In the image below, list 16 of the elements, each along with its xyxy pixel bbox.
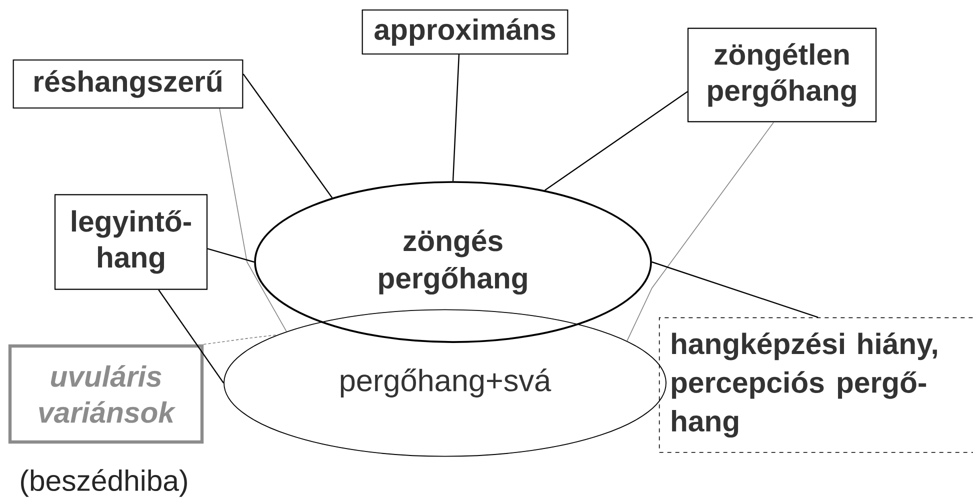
category-box: approximáns — [362, 9, 568, 55]
category-box: uvuláris variánsok — [8, 344, 204, 444]
category-box: hangképzési hiány, percepciós pergő-hang — [658, 317, 973, 453]
connector-line — [452, 54, 460, 182]
connector-line — [158, 290, 224, 384]
category-box: réshangszerű — [12, 59, 244, 109]
category-box: zöngétlen pergőhang — [687, 28, 877, 122]
connector-line — [203, 334, 278, 345]
connector-line — [242, 74, 333, 198]
connector-line — [626, 122, 774, 342]
category-box: legyintő-hang — [54, 194, 208, 290]
connector-line — [207, 248, 254, 263]
connector-line — [544, 91, 688, 191]
connector-line — [219, 108, 287, 332]
connector-line — [652, 261, 818, 318]
note-text: (beszédhiba) — [21, 469, 187, 497]
